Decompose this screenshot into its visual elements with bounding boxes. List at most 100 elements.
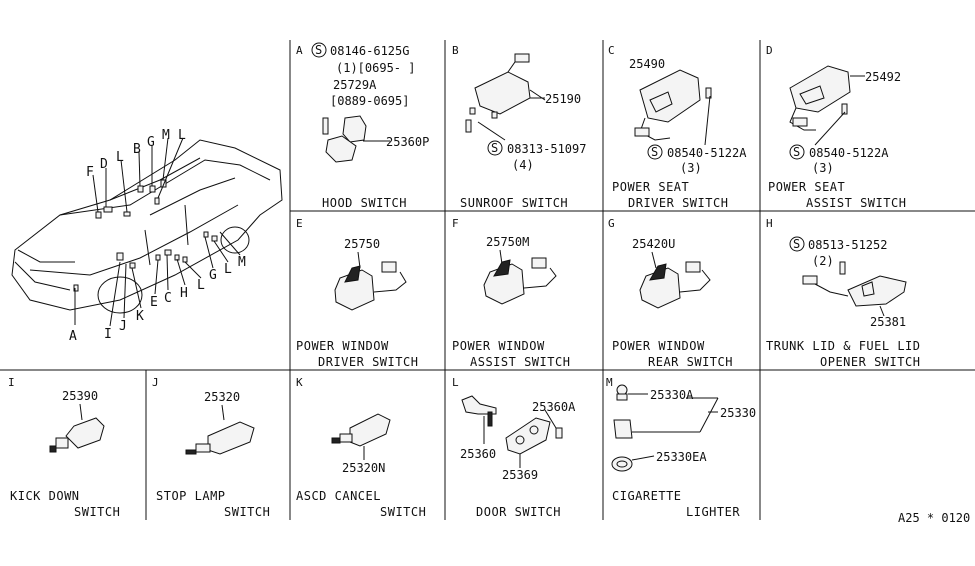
caption-ascd-cancel-2: SWITCH xyxy=(380,505,426,519)
part-number-25360: 25360 xyxy=(460,447,496,461)
ref-part-c: 08540-5122A xyxy=(667,146,747,160)
panel-letter-g: G xyxy=(608,217,615,230)
car-letter-H: H xyxy=(180,286,188,301)
ref-part-a: 08146-6125G xyxy=(330,44,409,58)
panel-ascd-cancel: K 25320N ASCD CANCEL SWITCH xyxy=(296,376,426,519)
caption-ascd-cancel-1: ASCD CANCEL xyxy=(296,489,381,503)
part-number-25330ea: 25330EA xyxy=(656,450,707,464)
panel-power-seat-assist: D 25492 S 08540-5122A (3) POWER SEAT ASS… xyxy=(766,44,906,210)
caption-power-seat-driver-2: DRIVER SWITCH xyxy=(628,196,728,210)
car-callout-letters: A I J K E C H L G L M F D L B G M L xyxy=(69,128,246,344)
hood-switch-body xyxy=(342,115,367,143)
ref-part-h: 08513-51252 xyxy=(808,238,887,252)
panel-power-seat-driver: C 25490 S 08540-5122A (3) POWER SEAT DRI… xyxy=(608,44,747,210)
car-letter-K: K xyxy=(136,309,144,324)
panel-sunroof-switch: B 25190 S 08313-51097 (4) SUNROOF SWITCH xyxy=(452,44,586,210)
panel-power-window-assist: F 25750M POWER WINDOW ASSIST SWITCH xyxy=(452,217,570,369)
panel-letter-i: I xyxy=(8,376,15,389)
lighter-socket xyxy=(613,419,633,439)
power-window-assist-switch xyxy=(483,263,525,305)
car-letter-L-4: L xyxy=(178,128,186,143)
part-number-25390: 25390 xyxy=(62,389,98,403)
caption-power-seat-assist-1: POWER SEAT xyxy=(768,180,845,194)
part-number-25750: 25750 xyxy=(344,237,380,251)
caption-kick-down-2: SWITCH xyxy=(74,505,120,519)
part-number-25420u: 25420U xyxy=(632,237,675,251)
part-number-25360a: 25360A xyxy=(532,400,576,414)
panel-letter-h: H xyxy=(766,217,773,230)
caption-cigarette-lighter-2: LIGHTER xyxy=(686,505,740,519)
panel-kick-down: I 25390 KICK DOWN SWITCH xyxy=(8,376,120,519)
caption-power-seat-assist-2: ASSIST SWITCH xyxy=(806,196,906,210)
screw-symbol-a: S xyxy=(315,43,322,57)
panel-letter-b: B xyxy=(452,44,459,57)
ref-qty-h: (2) xyxy=(812,254,834,268)
car-letter-L-1: L xyxy=(197,278,205,293)
door-switch-cover xyxy=(505,417,551,455)
caption-stop-lamp-1: STOP LAMP xyxy=(156,489,226,503)
car-letter-G-2: G xyxy=(147,135,155,150)
part-number-25492: 25492 xyxy=(865,70,901,84)
panel-stop-lamp: J 25320 STOP LAMP SWITCH xyxy=(152,376,270,519)
car-letter-M-1: M xyxy=(238,255,246,270)
caption-cigarette-lighter-1: CIGARETTE xyxy=(612,489,682,503)
panel-cigarette-lighter: M 25330A 25330 25330EA CIGARETTE LIGHTER xyxy=(606,376,756,519)
car-letter-J: J xyxy=(119,319,127,334)
panel-letter-c: C xyxy=(608,44,615,57)
part-number-25360p: 25360P xyxy=(386,135,429,149)
caption-hood-switch: HOOD SWITCH xyxy=(322,196,407,210)
kick-down-switch xyxy=(65,417,105,449)
panel-trunk-fuel-opener: H S 08513-51252 (2) 25381 TRUNK LID & FU… xyxy=(766,217,921,369)
screw-symbol-h: S xyxy=(793,237,800,251)
car-letter-I: I xyxy=(104,327,112,342)
part-number-25330: 25330 xyxy=(720,406,756,420)
screw-symbol-d: S xyxy=(793,145,800,159)
caption-trunk-fuel-opener-2: OPENER SWITCH xyxy=(820,355,920,369)
panel-letter-j: J xyxy=(152,376,159,389)
ref-qty-c: (3) xyxy=(680,161,702,175)
ref-part-d: 08540-5122A xyxy=(809,146,889,160)
power-seat-driver-switch xyxy=(639,69,701,123)
ref-qty-a: (1)[0695- ] xyxy=(336,61,415,75)
door-switch-body xyxy=(461,395,497,415)
panel-door-switch: L 25360 25360A 25369 DOOR SWITCH xyxy=(452,376,576,519)
car-letter-L-3: L xyxy=(116,150,124,165)
part-number-25369: 25369 xyxy=(502,468,538,482)
car-letter-L-2: L xyxy=(224,262,232,277)
power-window-rear-switch xyxy=(639,267,681,309)
caption-power-window-rear-2: REAR SWITCH xyxy=(648,355,733,369)
panel-letter-d: D xyxy=(766,44,773,57)
part-number-25729a: 25729A xyxy=(333,78,377,92)
panel-power-window-driver: E 25750 POWER WINDOW DRIVER SWITCH xyxy=(296,217,418,369)
power-window-driver-switch xyxy=(334,269,375,311)
sunroof-switch-body xyxy=(474,71,531,115)
panel-letter-a: A xyxy=(296,44,303,57)
part-number-25190: 25190 xyxy=(545,92,581,106)
caption-trunk-fuel-opener-1: TRUNK LID & FUEL LID xyxy=(766,339,921,353)
part-number-25490: 25490 xyxy=(629,57,665,71)
car-letter-M-2: M xyxy=(162,128,170,143)
caption-power-window-assist-1: POWER WINDOW xyxy=(452,339,545,353)
part-date-a: [0889-0695] xyxy=(330,94,409,108)
trunk-fuel-opener-switch xyxy=(847,275,907,307)
caption-power-window-driver-2: DRIVER SWITCH xyxy=(318,355,418,369)
grid-lines xyxy=(0,40,975,520)
caption-power-window-rear-1: POWER WINDOW xyxy=(612,339,705,353)
car-letter-G-1: G xyxy=(209,268,217,283)
part-number-25330a: 25330A xyxy=(650,388,694,402)
ref-part-b: 08313-51097 xyxy=(507,142,586,156)
part-number-25320n: 25320N xyxy=(342,461,385,475)
power-seat-assist-switch xyxy=(789,65,851,113)
panel-hood-switch: A S 08146-6125G (1)[0695- ] 25729A [0889… xyxy=(296,42,429,210)
part-number-25320: 25320 xyxy=(204,390,240,404)
car-letter-A: A xyxy=(69,329,77,344)
panel-letter-l: L xyxy=(452,376,459,389)
part-number-25750m: 25750M xyxy=(486,235,529,249)
part-number-25381: 25381 xyxy=(870,315,906,329)
car-letter-B: B xyxy=(133,142,141,157)
stop-lamp-switch xyxy=(207,421,255,455)
screw-symbol-b: S xyxy=(491,141,498,155)
caption-power-seat-driver-1: POWER SEAT xyxy=(612,180,689,194)
panel-power-window-rear: G 25420U POWER WINDOW REAR SWITCH xyxy=(608,217,733,369)
